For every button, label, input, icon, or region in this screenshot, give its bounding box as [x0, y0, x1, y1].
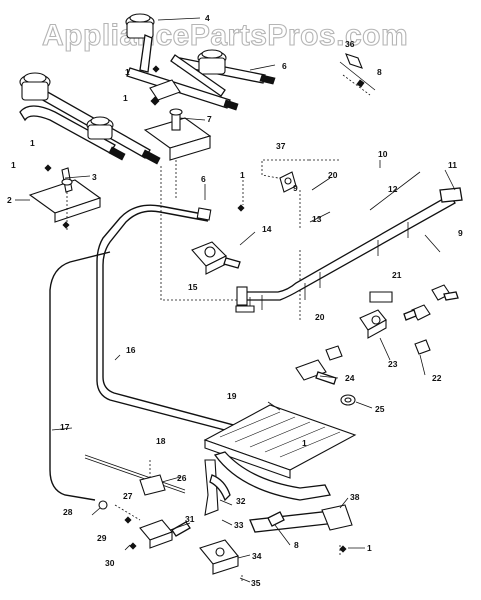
- callout-1: 1: [11, 160, 16, 170]
- callout-34: 34: [252, 551, 262, 561]
- callout-27: 27: [123, 491, 133, 501]
- callout-7: 7: [207, 114, 212, 124]
- callout-8: 8: [377, 67, 382, 77]
- burner-assembly-front-left: [19, 105, 126, 161]
- callout-20: 20: [315, 312, 325, 322]
- callout-29: 29: [97, 533, 107, 543]
- callout-10: 10: [378, 149, 388, 159]
- nut: [340, 394, 356, 406]
- callout-6: 6: [282, 61, 287, 71]
- pressure-regulator: [191, 241, 241, 275]
- oven-burner-shield: [203, 404, 357, 501]
- callout-37: 37: [276, 141, 286, 151]
- callout-36: 36: [345, 39, 355, 49]
- callout-2: 2: [7, 195, 12, 205]
- callout-33: 33: [234, 520, 244, 530]
- gas-supply-tube: [96, 204, 283, 446]
- callout-3: 3: [92, 172, 97, 182]
- callout-38: 38: [350, 492, 360, 502]
- callout-30: 30: [105, 558, 115, 568]
- callout-1: 1: [240, 170, 245, 180]
- valve-set: [279, 53, 459, 385]
- callout-26: 26: [177, 473, 187, 483]
- callout-6: 6: [201, 174, 206, 184]
- callout-18: 18: [156, 436, 166, 446]
- callout-labels: 4 1 6 36 8 1 7 1 1 3 2 6 1 37 9 20 10 11…: [7, 13, 463, 588]
- callout-leaders: [15, 17, 456, 583]
- callout-24: 24: [345, 373, 355, 383]
- oven-thermostat: [139, 519, 239, 575]
- callout-13: 13: [312, 214, 322, 224]
- callout-12: 12: [388, 184, 398, 194]
- callout-17: 17: [60, 422, 70, 432]
- callout-21: 21: [392, 270, 402, 280]
- burner-bracket-top: [149, 79, 181, 101]
- callout-1: 1: [30, 138, 35, 148]
- callout-1: 1: [123, 93, 128, 103]
- callout-23: 23: [388, 359, 398, 369]
- burner-assembly-rear-right: [125, 13, 239, 111]
- callout-16: 16: [126, 345, 136, 355]
- callout-28: 28: [63, 507, 73, 517]
- burner-assembly-rear-left: [19, 72, 161, 165]
- leader-lines: [66, 74, 371, 582]
- oven-burner-tube: [249, 504, 353, 533]
- callout-20: 20: [328, 170, 338, 180]
- callout-15: 15: [188, 282, 198, 292]
- callout-31: 31: [185, 514, 195, 524]
- callout-14: 14: [262, 224, 272, 234]
- pilot-tube-fitting: [339, 61, 376, 91]
- callout-4: 4: [205, 13, 210, 23]
- watermark: AppliancePartsPros.com: [42, 19, 408, 52]
- burner-assembly-front-right: [170, 49, 276, 97]
- callout-32: 32: [236, 496, 246, 506]
- oven-pilot-tube: [49, 251, 111, 501]
- callout-9: 9: [293, 183, 298, 193]
- callout-1: 1: [125, 67, 130, 77]
- washers: [98, 500, 137, 550]
- burner-bracket-left: [28, 167, 102, 223]
- burner-bracket-right: [143, 108, 212, 161]
- callout-1: 1: [302, 438, 307, 448]
- callout-22: 22: [432, 373, 442, 383]
- screw-set: [44, 65, 347, 553]
- callout-35: 35: [251, 578, 261, 588]
- callout-9: 9: [458, 228, 463, 238]
- callout-19: 19: [227, 391, 237, 401]
- callout-25: 25: [375, 404, 385, 414]
- valve-bracket: [204, 459, 231, 516]
- callout-1: 1: [367, 543, 372, 553]
- oven-igniter-rod: [84, 454, 186, 496]
- callout-11: 11: [448, 160, 457, 170]
- callout-8: 8: [294, 540, 299, 550]
- manifold-pipe: [235, 187, 463, 313]
- tube-fitting: [267, 511, 285, 527]
